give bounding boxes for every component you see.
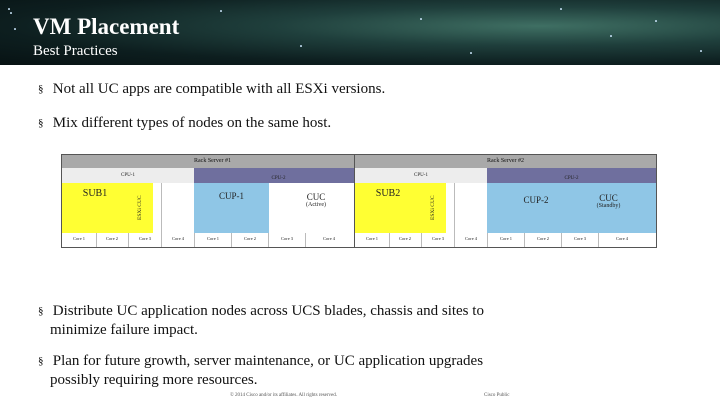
rack-server-2: Rack Server #2 CPU-1 CPU-2 SUB2 ESXi CUC… <box>354 154 657 248</box>
core-label: Core 3 <box>270 236 304 241</box>
cpu2-label: CPU-2 <box>487 168 656 183</box>
bullet-compatibility: § Not all UC apps are compatible with al… <box>38 80 385 99</box>
core-label: Core 3 <box>421 236 455 241</box>
core-label: Core 1 <box>489 236 523 241</box>
bullet-distribute: § Distribute UC application nodes across… <box>38 302 484 340</box>
cpu1-label: CPU-1 <box>62 168 194 183</box>
core-label: Core 2 <box>526 236 560 241</box>
server-header: Rack Server #2 <box>355 155 656 168</box>
core-label: Core 1 <box>62 236 96 241</box>
slide-title: VM Placement <box>33 14 179 40</box>
core-label: Core 1 <box>196 236 230 241</box>
slide-subtitle: Best Practices <box>33 43 118 60</box>
core-label: Core 2 <box>388 236 422 241</box>
core-label: Core 4 <box>312 236 346 241</box>
footer-copyright: © 2014 Cisco and/or its affiliates. All … <box>230 393 337 398</box>
core-label: Core 3 <box>563 236 597 241</box>
footer-label: Cisco Public <box>484 393 509 398</box>
core-label: Core 4 <box>161 236 195 241</box>
core-label: Core 2 <box>95 236 129 241</box>
node-sub1: SUB1 <box>62 183 128 233</box>
core-label: Core 1 <box>355 236 389 241</box>
server-header: Rack Server #1 <box>62 155 363 168</box>
cpu2-label: CPU-2 <box>194 168 363 183</box>
core-label: Core 2 <box>233 236 267 241</box>
node-cuc-active: CUC (Active) <box>269 183 363 233</box>
bullet-mix-nodes: § Mix different types of nodes on the sa… <box>38 114 331 133</box>
cpu1-label: CPU-1 <box>355 168 487 183</box>
node-esxi-cuc: ESXi CUC <box>128 183 153 233</box>
node-esxi-cuc: ESXi CUC <box>421 183 446 233</box>
bullet-plan-growth: § Plan for future growth, server mainten… <box>38 352 483 390</box>
slide-header: VM Placement Best Practices <box>0 0 720 65</box>
node-cup-1: CUP-1 <box>194 183 269 233</box>
rack-server-1: Rack Server #1 CPU-1 CPU-2 SUB1 ESXi CUC… <box>61 154 364 248</box>
node-sub2: SUB2 <box>355 183 421 233</box>
core-label: Core 4 <box>605 236 639 241</box>
core-label: Core 4 <box>454 236 488 241</box>
node-cuc-standby: CUC (Standby) <box>561 183 656 233</box>
core-label: Core 3 <box>128 236 162 241</box>
